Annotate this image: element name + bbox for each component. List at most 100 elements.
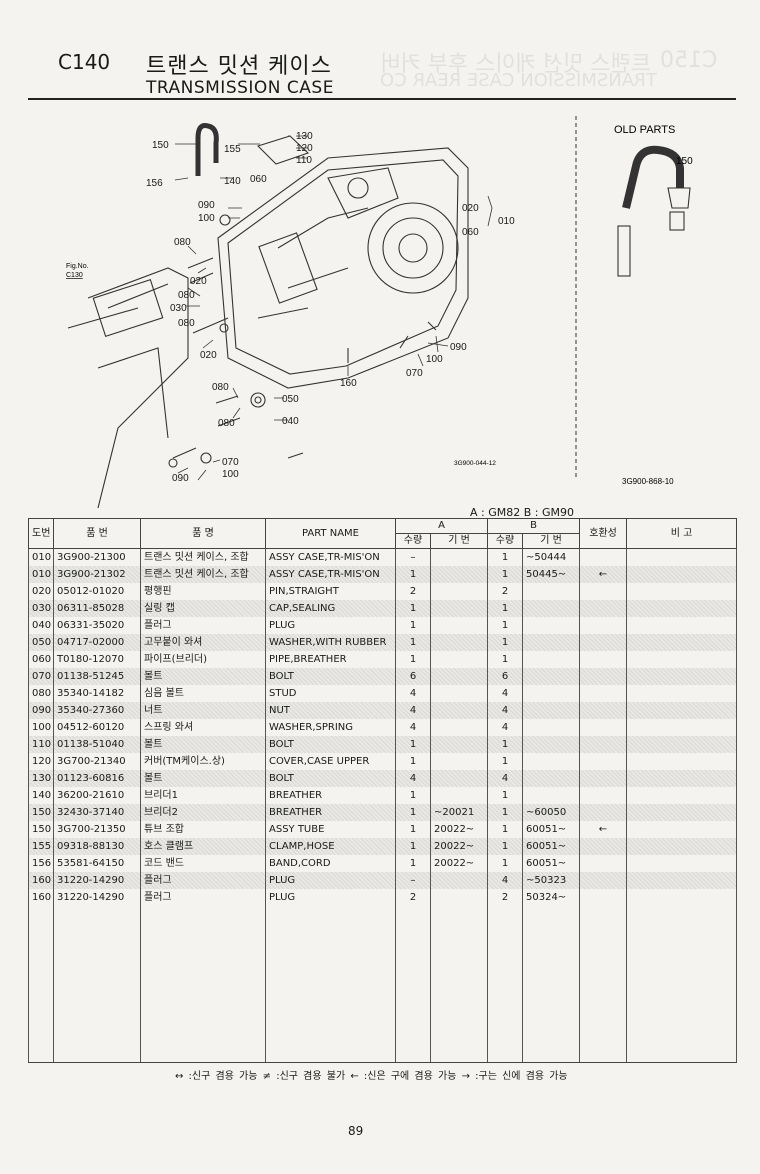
cell-name-ko: 브리더2 <box>140 804 266 821</box>
cell-qty-b: 1 <box>487 736 523 753</box>
drawing-number: 3G900-044-12 <box>454 460 496 467</box>
cell-name-en: BAND,CORD <box>265 855 396 872</box>
cell-qty-b: 1 <box>487 804 523 821</box>
callout: 090 <box>172 473 189 484</box>
cell-interchange: ← <box>579 821 627 838</box>
cell-part-no: 3G700-21350 <box>53 821 141 838</box>
cell-qty-a: 1 <box>395 566 431 583</box>
cell-part-no: T0180-12070 <box>53 651 141 668</box>
cell-qty-a: 4 <box>395 685 431 702</box>
cell-name-en: ASSY CASE,TR-MIS'ON <box>265 548 396 566</box>
cell-name-ko: 플러그 <box>140 872 266 889</box>
cell-name-ko: 볼트 <box>140 736 266 753</box>
cell-qty-a: 6 <box>395 668 431 685</box>
cell-serial-b <box>522 600 580 617</box>
cell-interchange <box>579 583 627 600</box>
cell-serial-a <box>430 889 488 906</box>
cell-interchange <box>579 600 627 617</box>
cell-name-en: ASSY TUBE <box>265 821 396 838</box>
cell-serial-a: 20022~ <box>430 855 488 872</box>
cell-name-ko: 파이프(브리더) <box>140 651 266 668</box>
cell-ref-no: 010 <box>28 548 54 566</box>
cell-remarks <box>626 685 737 702</box>
cell-interchange <box>579 787 627 804</box>
filler-cell <box>53 906 141 1063</box>
cell-interchange <box>579 770 627 787</box>
cell-serial-a <box>430 736 488 753</box>
cell-qty-a: 4 <box>395 770 431 787</box>
header-serial-a: 기 번 <box>430 533 488 549</box>
cell-serial-a: ~20021 <box>430 804 488 821</box>
cell-qty-a: 1 <box>395 651 431 668</box>
cell-serial-b <box>522 583 580 600</box>
cell-serial-b <box>522 617 580 634</box>
cell-interchange <box>579 872 627 889</box>
cell-serial-a <box>430 634 488 651</box>
cell-name-ko: 볼트 <box>140 770 266 787</box>
cell-serial-a <box>430 872 488 889</box>
callout: 156 <box>146 178 163 189</box>
adjacent-housing <box>67 267 189 509</box>
header-serial-b: 기 번 <box>522 533 580 549</box>
cell-qty-a: 1 <box>395 855 431 872</box>
cell-qty-a: 4 <box>395 702 431 719</box>
filler-cell <box>140 906 266 1063</box>
cell-serial-a <box>430 583 488 600</box>
cell-qty-a: 1 <box>395 617 431 634</box>
cell-name-ko: 트랜스 밋션 케이스, 조합 <box>140 566 266 583</box>
cell-qty-b: 1 <box>487 617 523 634</box>
callout: 100 <box>222 469 239 480</box>
cell-ref-no: 160 <box>28 872 54 889</box>
cell-name-ko: 실링 캡 <box>140 600 266 617</box>
cell-qty-b: 4 <box>487 872 523 889</box>
cell-ref-no: 110 <box>28 736 54 753</box>
cell-serial-b <box>522 651 580 668</box>
cell-qty-b: 1 <box>487 838 523 855</box>
cell-serial-a <box>430 668 488 685</box>
filler-cell <box>579 906 627 1063</box>
callout: 020 <box>200 350 217 361</box>
callout: 080 <box>218 418 235 429</box>
cell-ref-no: 140 <box>28 787 54 804</box>
cell-part-no: 35340-14182 <box>53 685 141 702</box>
cell-remarks <box>626 838 737 855</box>
cell-name-ko: 너트 <box>140 702 266 719</box>
cell-serial-a <box>430 770 488 787</box>
cell-part-no: 3G900-21302 <box>53 566 141 583</box>
cell-remarks <box>626 617 737 634</box>
cell-qty-a: – <box>395 548 431 566</box>
cell-part-no: 3G700-21340 <box>53 753 141 770</box>
cell-remarks <box>626 770 737 787</box>
cell-name-ko: 고무붙이 와셔 <box>140 634 266 651</box>
cell-name-ko: 커버(TM케이스.상) <box>140 753 266 770</box>
page-title-english: TRANSMISSION CASE <box>146 78 334 98</box>
cell-part-no: 06311-85028 <box>53 600 141 617</box>
cell-qty-a: 1 <box>395 753 431 770</box>
fig-ref-label: Fig.No. <box>66 263 89 270</box>
callout: 030 <box>170 303 187 314</box>
cell-serial-b: 50445~ <box>522 566 580 583</box>
cell-part-no: 04717-02000 <box>53 634 141 651</box>
cell-serial-b: ~50323 <box>522 872 580 889</box>
cell-qty-b: 4 <box>487 685 523 702</box>
callout: 040 <box>282 416 299 427</box>
cell-part-no: 53581-64150 <box>53 855 141 872</box>
callout: 080 <box>178 318 195 329</box>
cell-part-no: 32430-37140 <box>53 804 141 821</box>
interchangeability-legend: ↔ :신구 겸용 가능 ≠ :신구 겸용 불가 ← :신은 구에 겸용 가능 →… <box>175 1071 568 1082</box>
case-outline <box>217 147 469 389</box>
cell-qty-a: 1 <box>395 736 431 753</box>
cell-remarks <box>626 889 737 906</box>
cell-qty-a: 1 <box>395 787 431 804</box>
cell-interchange <box>579 753 627 770</box>
callout: 020 <box>190 276 207 287</box>
